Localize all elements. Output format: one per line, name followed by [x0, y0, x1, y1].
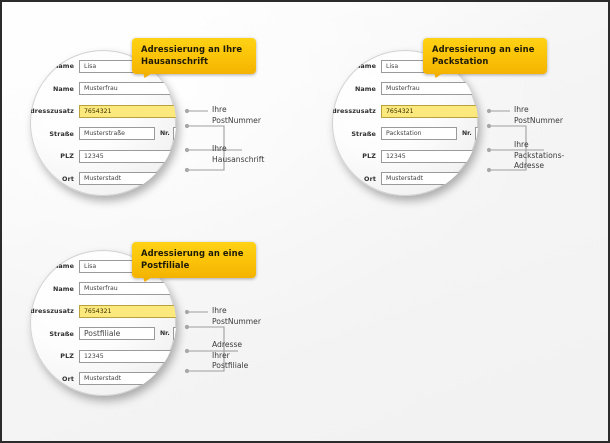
address-form-hausanschrift: orname Lisa Name Musterfrau dresszusatz … [30, 59, 176, 194]
callout-postfiliale: Adressierung an eine Postfiliale [132, 242, 256, 282]
field-row-ort: Ort Musterstadt [332, 172, 478, 186]
input-plz[interactable]: 12345 [381, 149, 478, 163]
field-row-name: Name Musterfrau [30, 82, 176, 96]
field-row-strasse: Straße Postfiliale Nr. 523 [30, 327, 176, 341]
label-name: Name [354, 84, 376, 93]
callout-packstation: Adressierung an eine Packstation [423, 38, 547, 78]
address-form-packstation: orname Lisa Name Musterfrau dresszusatz … [332, 59, 478, 194]
label-adresszusatz: dresszusatz [30, 107, 74, 115]
annotation-adresse-packstation: Ihre Packstations- Adresse [514, 140, 565, 170]
address-form-postfiliale: orname Lisa Name Musterfrau dresszusatz … [30, 259, 176, 394]
label-adresszusatz: dresszusatz [332, 107, 376, 115]
leader-lines-packstation [486, 108, 544, 173]
field-row-strasse: Straße Packstation Nr. 123 [332, 127, 478, 141]
lens-circle-hausanschrift: orname Lisa Name Musterfrau dresszusatz … [30, 50, 176, 196]
label-strasse: Straße [49, 129, 74, 138]
label-vorname: orname [348, 62, 376, 70]
annotation-postnummer-packstation: Ihre PostNummer [514, 105, 563, 125]
annotation-adresse-hausanschrift: Ihre Hausanschrift [212, 144, 265, 164]
label-name: Name [52, 84, 74, 93]
annotation-adresse-postfiliale: Adresse Ihrer Postfiliale [212, 340, 249, 370]
input-ort[interactable]: Musterstadt [79, 172, 176, 185]
lens-circle-postfiliale: orname Lisa Name Musterfrau dresszusatz … [30, 250, 176, 396]
input-name[interactable]: Musterfrau [79, 82, 176, 95]
input-ort[interactable]: Musterstadt [79, 372, 176, 385]
field-row-name: Name Musterfrau [30, 282, 176, 296]
label-adresszusatz: dresszusatz [30, 307, 74, 315]
label-nr: Nr. [160, 330, 170, 337]
field-row-adresszusatz: dresszusatz 7654321 [30, 104, 176, 118]
field-row-ort: Ort Musterstadt [30, 372, 176, 386]
label-nr: Nr. [160, 130, 170, 137]
label-ort: Ort [62, 174, 74, 183]
leader-lines-postfiliale [184, 309, 238, 374]
input-strasse[interactable]: Musterstraße [79, 127, 155, 140]
label-ort: Ort [364, 174, 376, 183]
annotation-postnummer-postfiliale: Ihre PostNummer [212, 306, 261, 326]
input-adresszusatz[interactable]: 7654321 [381, 104, 478, 118]
callout-tail-icon [143, 73, 152, 78]
label-vorname: orname [46, 62, 74, 70]
label-vorname: orname [46, 262, 74, 270]
field-row-strasse: Straße Musterstraße Nr. 1 [30, 127, 176, 141]
label-name: Name [52, 284, 74, 293]
input-ort[interactable]: Musterstadt [381, 172, 478, 185]
input-plz[interactable]: 12345 [79, 349, 176, 363]
field-row-ort: Ort Musterstadt [30, 172, 176, 186]
callout-text: Adressierung an Ihre Hausanschrift [141, 44, 243, 66]
lens-circle-packstation: orname Lisa Name Musterfrau dresszusatz … [332, 50, 478, 196]
field-row-plz: PLZ 12345 [30, 149, 176, 163]
label-nr: Nr. [462, 130, 472, 137]
annotation-postnummer-hausanschrift: Ihre PostNummer [212, 105, 261, 125]
field-row-name: Name Musterfrau [332, 82, 478, 96]
label-plz: PLZ [60, 152, 74, 160]
input-strasse[interactable]: Postfiliale [79, 327, 155, 340]
field-row-plz: PLZ 12345 [332, 149, 478, 163]
input-nr[interactable]: 523 [172, 327, 176, 340]
callout-tail-icon [143, 277, 152, 282]
input-name[interactable]: Musterfrau [381, 82, 478, 95]
input-plz[interactable]: 12345 [79, 149, 176, 163]
input-strasse[interactable]: Packstation [381, 127, 457, 140]
input-name[interactable]: Musterfrau [79, 282, 176, 295]
input-nr[interactable]: 1 [172, 127, 176, 140]
input-adresszusatz[interactable]: 7654321 [79, 104, 176, 118]
field-row-adresszusatz: dresszusatz 7654321 [30, 304, 176, 318]
label-strasse: Straße [351, 129, 376, 138]
field-row-adresszusatz: dresszusatz 7654321 [332, 104, 478, 118]
input-adresszusatz[interactable]: 7654321 [79, 304, 176, 318]
callout-text: Adressierung an eine Packstation [432, 44, 535, 66]
label-plz: PLZ [362, 152, 376, 160]
field-row-plz: PLZ 12345 [30, 349, 176, 363]
callout-tail-icon [434, 73, 443, 78]
callout-hausanschrift: Adressierung an Ihre Hausanschrift [132, 38, 256, 78]
label-ort: Ort [62, 374, 74, 383]
label-strasse: Straße [49, 329, 74, 338]
leader-lines-hausanschrift [184, 108, 242, 173]
callout-text: Adressierung an eine Postfiliale [141, 248, 244, 270]
label-plz: PLZ [60, 352, 74, 360]
input-nr[interactable]: 123 [474, 127, 478, 140]
